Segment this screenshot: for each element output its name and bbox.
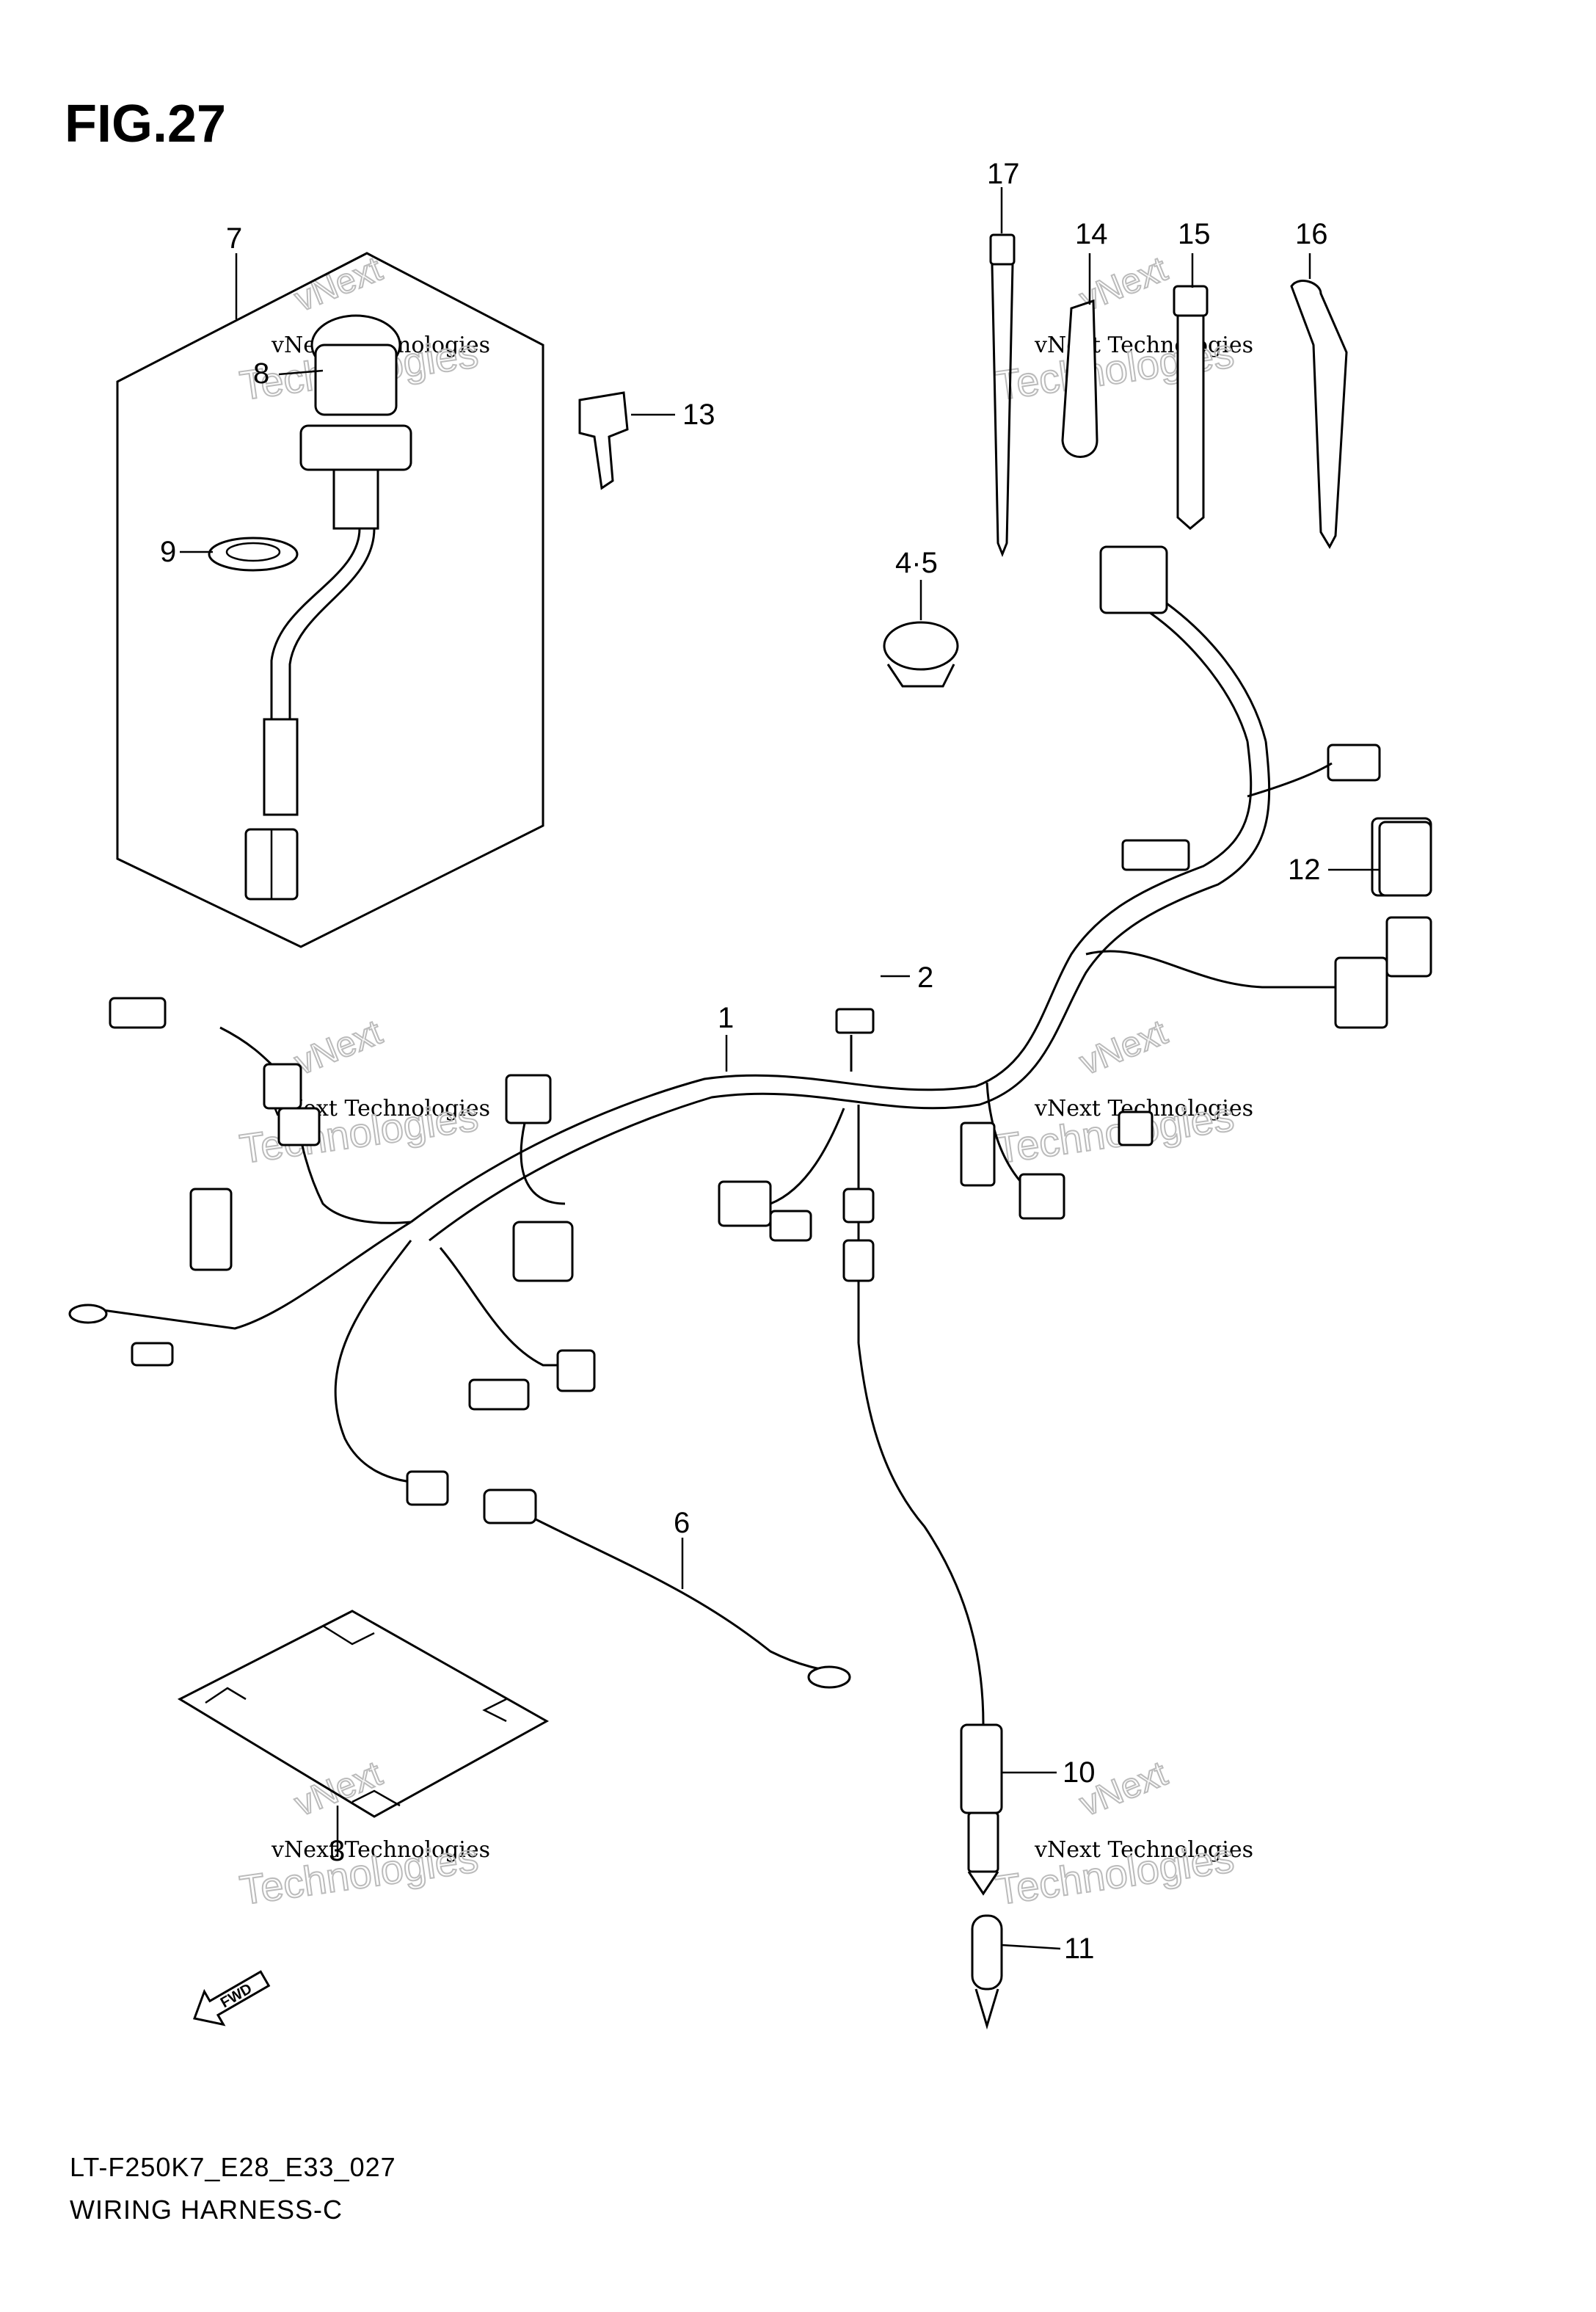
- cable-ties: [989, 233, 1348, 558]
- forward-arrow: FWD: [192, 1970, 271, 2026]
- model-code: LT-F250K7_E28_E33_027: [70, 2152, 396, 2182]
- section-title: WIRING HARNESS-C: [70, 2195, 343, 2225]
- watermark-text: vNext Technologies: [271, 1837, 490, 1863]
- callout-15: 15: [1178, 218, 1211, 250]
- harness-clamp: [883, 621, 959, 688]
- watermarks: vNext vNext Technologies Technologies vN…: [236, 249, 1253, 1914]
- callout-9: 9: [160, 536, 176, 568]
- ignition-key: [578, 391, 629, 490]
- callout-14: 14: [1075, 218, 1108, 250]
- callout-13: 13: [682, 399, 715, 431]
- callout-10: 10: [1063, 1756, 1096, 1789]
- ignition-switch-kit: [116, 252, 544, 948]
- watermark-tilt: vNext: [1074, 1013, 1173, 1083]
- connector-12: [1378, 821, 1432, 897]
- bracket-plate: [177, 1610, 550, 1818]
- callout-12: 12: [1288, 854, 1321, 886]
- watermark-text: vNext Technologies: [1034, 1837, 1253, 1863]
- lead-wire: [483, 1488, 851, 1689]
- callout-6: 6: [674, 1507, 690, 1539]
- callout-11: 11: [1064, 1933, 1095, 1965]
- callout-3: 3: [329, 1835, 345, 1867]
- callout-leaders: [180, 187, 1380, 1950]
- main-wiring-harness: [68, 545, 1432, 1506]
- callout-16: 16: [1295, 218, 1328, 250]
- callout-7: 7: [226, 222, 242, 255]
- callout-labels: 7 8 9 1 2 4·5 6 3 10 11 12 13 14 15 16 1…: [160, 158, 1328, 1965]
- figure-title: FIG.27: [65, 95, 227, 153]
- callout-4-5: 4·5: [895, 547, 938, 579]
- watermark-tilt: vNext: [289, 1013, 387, 1083]
- callout-1: 1: [718, 1002, 734, 1034]
- oxygen-sensor: [857, 1342, 1003, 2030]
- callout-2: 2: [917, 961, 933, 994]
- callout-8: 8: [253, 357, 269, 390]
- callout-17: 17: [987, 158, 1020, 190]
